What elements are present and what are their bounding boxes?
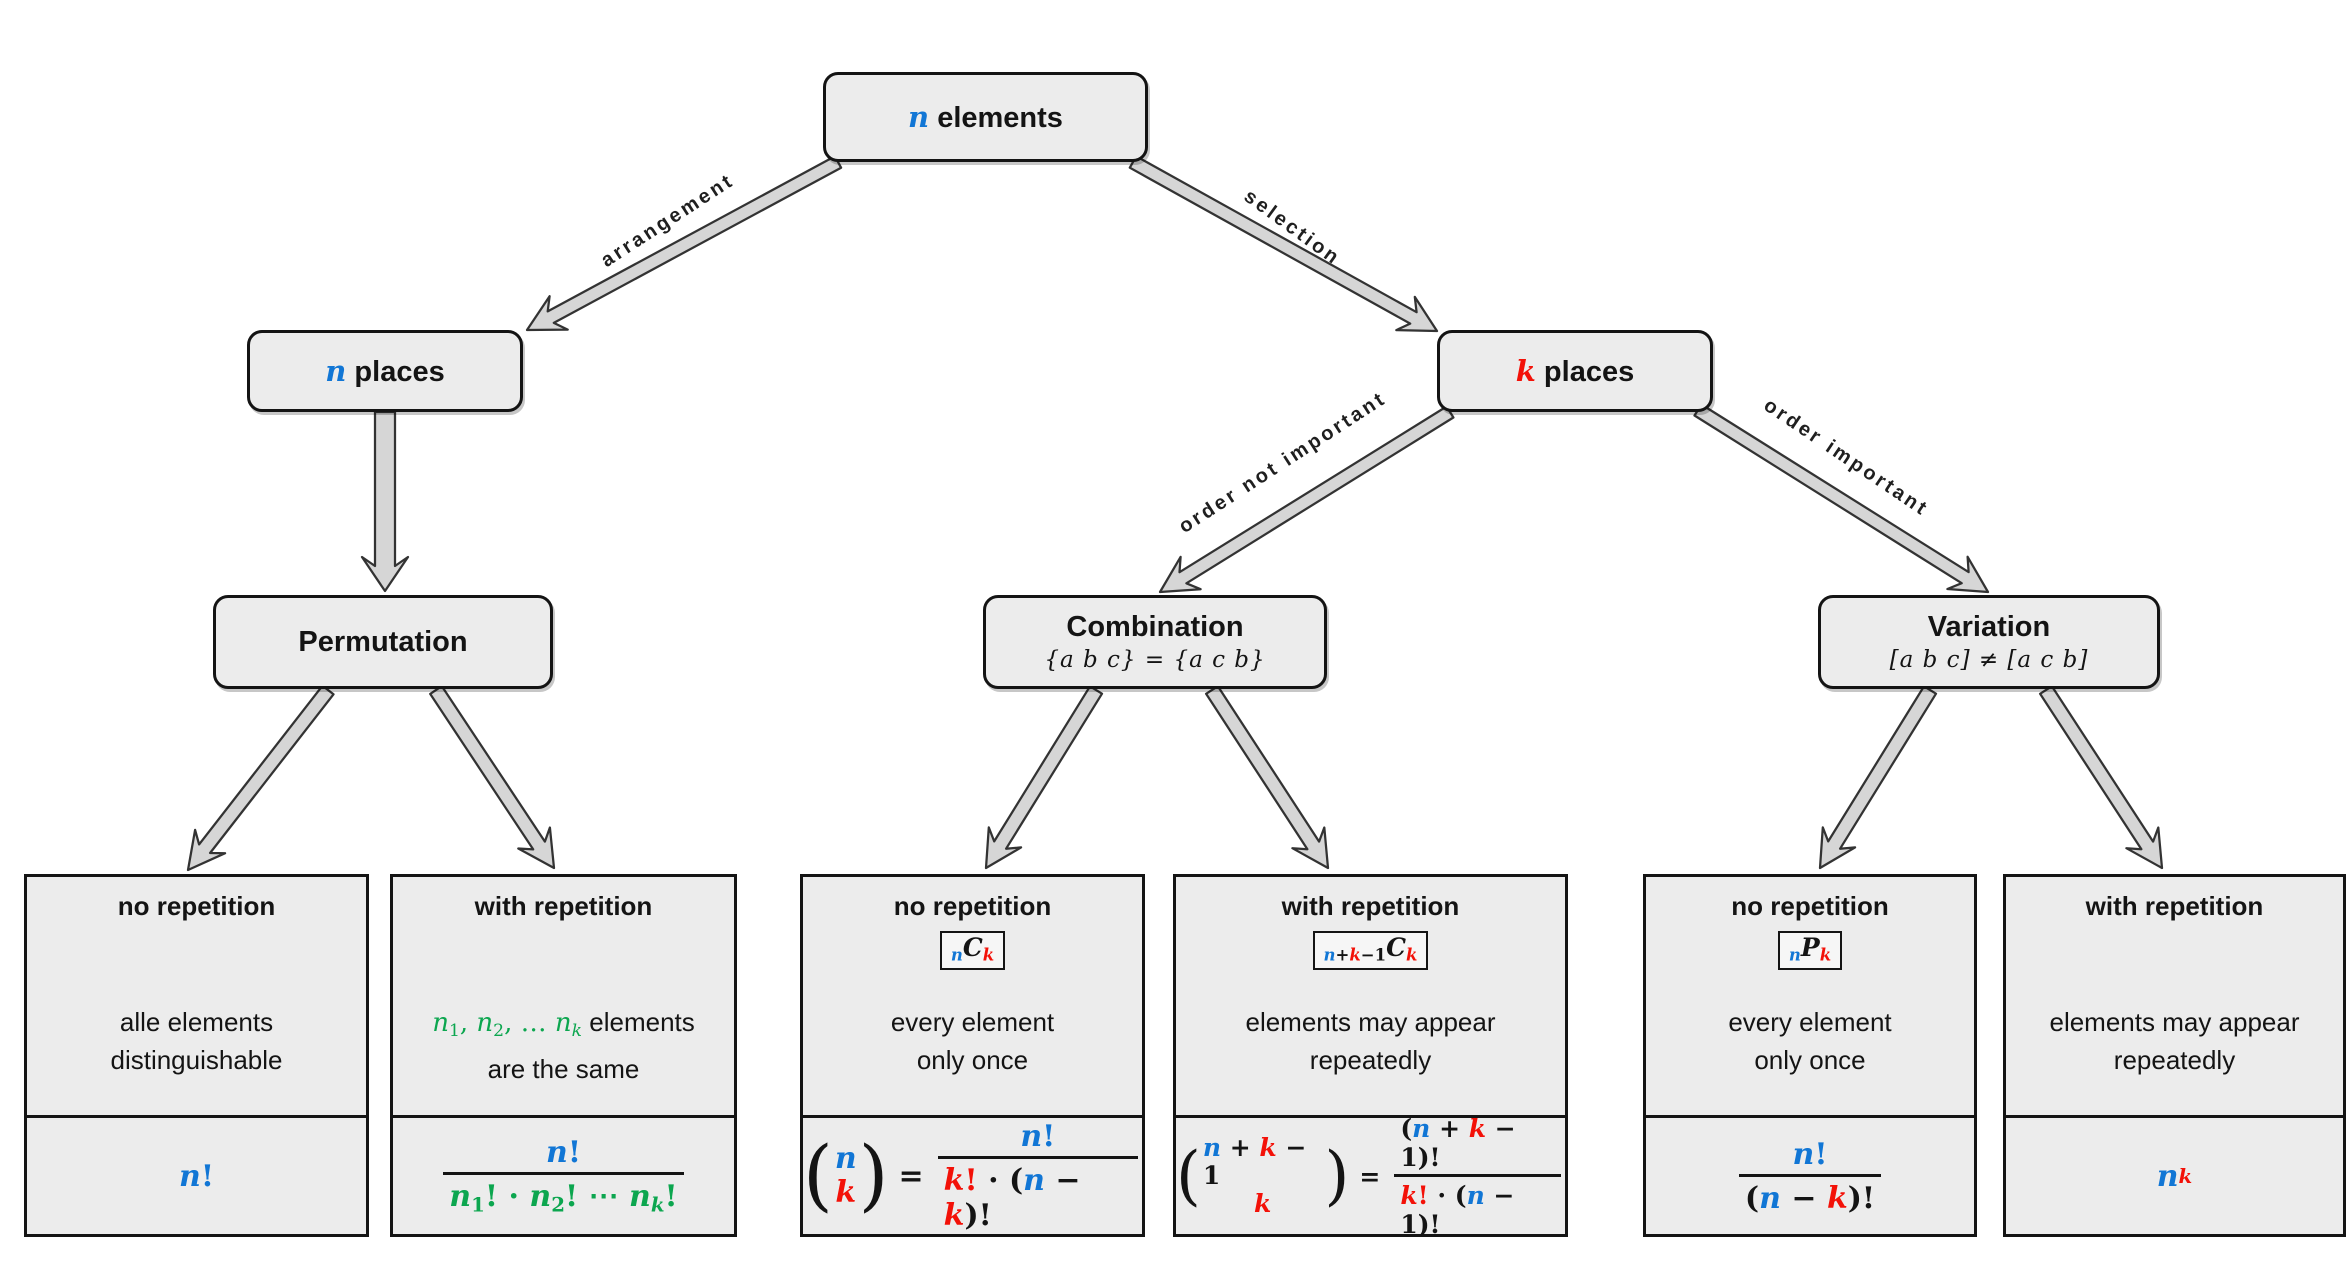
node-n-elements: n elements	[823, 72, 1148, 162]
leaf-title: with repetition	[1281, 891, 1460, 921]
leaf-notation: nPk	[1646, 931, 1974, 970]
leaf-title: with repetition	[474, 891, 653, 921]
leaf-title: no repetition	[1731, 891, 1889, 921]
leaf-formula: n!n1! · n2! ⋯ nk!	[439, 1135, 687, 1217]
edge-combination-to-no-repetition-arrow	[984, 685, 1104, 870]
node-k-places: k places	[1437, 330, 1713, 412]
leaf-title: no repetition	[893, 891, 1052, 921]
leaf-title: no repetition	[117, 891, 276, 921]
node-n-elements-label: n elements	[908, 99, 1063, 134]
node-k-places-label: k places	[1515, 353, 1635, 388]
leaf-card-combination-with-repetition: with repetition n+k−1Ck elements may app…	[1173, 874, 1568, 1239]
node-n-places-label: n places	[325, 353, 445, 388]
edge-variation-to-no-repetition-arrow	[1818, 685, 1938, 870]
edge-variation-to-with-repetition-arrow	[2038, 685, 2164, 870]
node-permutation: Permutation	[213, 595, 553, 689]
node-variation-example: [a b c] ≠ [a c b]	[1889, 647, 2089, 673]
edge-permutation-to-with-repetition-arrow	[429, 684, 556, 870]
leaf-formula: n!	[179, 1158, 214, 1194]
edge-order-important-arrow	[1693, 403, 1990, 594]
leaf-title: with repetition	[2085, 891, 2264, 921]
node-n-places: n places	[247, 330, 523, 412]
edge-permutation-to-no-repetition-arrow	[186, 684, 335, 872]
node-variation-title: Variation	[1927, 611, 2051, 643]
node-combination-example: {a b c} = {a c b}	[1044, 647, 1266, 673]
leaf-notation: nCk	[803, 931, 1142, 970]
node-variation: Variation [a b c] ≠ [a c b]	[1818, 595, 2160, 689]
node-combination-title: Combination	[1066, 611, 1244, 643]
leaf-notation: n+k−1Ck	[1176, 931, 1565, 970]
node-combination: Combination {a b c} = {a c b}	[983, 595, 1327, 689]
edge-n-places-to-permutation-arrow	[360, 410, 410, 593]
node-permutation-title: Permutation	[298, 625, 468, 658]
leaf-formula: n!(n − k)!	[1735, 1137, 1885, 1216]
edge-order-not-important-arrow	[1158, 405, 1455, 594]
edge-combination-to-with-repetition-arrow	[1204, 685, 1330, 870]
edge-selection-arrow	[1128, 155, 1439, 333]
edge-arrangement-arrow	[525, 155, 843, 332]
